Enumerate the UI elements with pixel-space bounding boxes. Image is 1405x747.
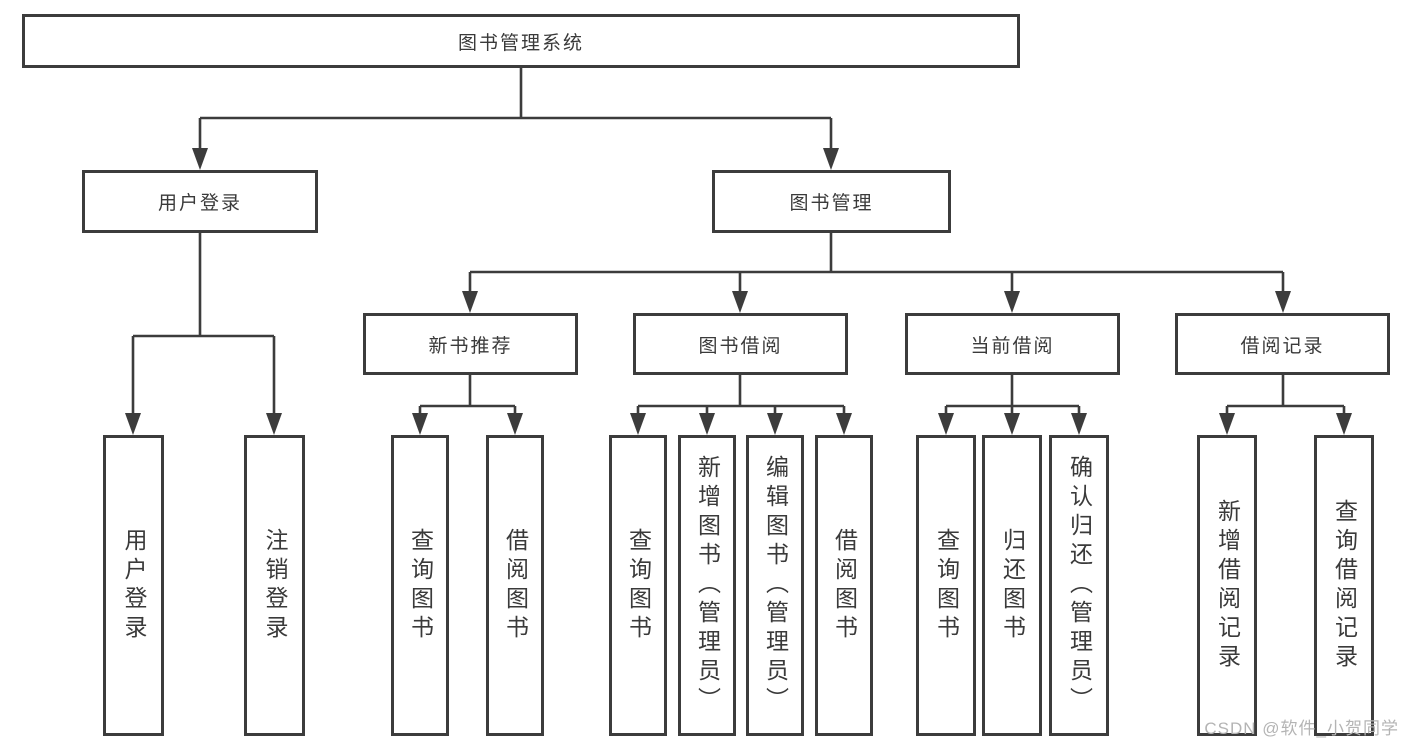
node-borrow-add-books-admin-label: 新增图书（管理员） — [694, 455, 721, 716]
node-current-borrow: 当前借阅 — [905, 313, 1120, 375]
node-borrow-records: 借阅记录 — [1175, 313, 1390, 375]
node-borrow-query-books-label: 查询图书 — [625, 527, 652, 644]
node-recommend-query-books-label: 查询图书 — [407, 527, 434, 644]
node-records-add-record: 新增借阅记录 — [1197, 435, 1257, 736]
node-records-add-record-label: 新增借阅记录 — [1214, 498, 1241, 673]
node-leaf-logout-login-label: 注销登录 — [262, 527, 288, 644]
node-borrow-edit-books-admin: 编辑图书（管理员） — [746, 435, 804, 736]
csdn-watermark: CSDN @软件_小贺同学 — [1204, 719, 1399, 738]
node-recommend-borrow-books: 借阅图书 — [486, 435, 544, 736]
node-current-query-books: 查询图书 — [916, 435, 976, 736]
node-leaf-user-login: 用户登录 — [103, 435, 164, 736]
node-current-confirm-return-admin: 确认归还（管理员） — [1049, 435, 1109, 736]
node-borrow-borrow-books-label: 借阅图书 — [831, 527, 858, 644]
node-recommend-borrow-books-label: 借阅图书 — [502, 527, 529, 644]
node-records-query-record: 查询借阅记录 — [1314, 435, 1374, 736]
node-records-query-record-label: 查询借阅记录 — [1331, 498, 1358, 673]
node-current-return-books-label: 归还图书 — [999, 527, 1026, 644]
node-borrow-borrow-books: 借阅图书 — [815, 435, 873, 736]
node-user-login: 用户登录 — [82, 170, 318, 233]
node-current-return-books: 归还图书 — [982, 435, 1042, 736]
node-book-borrow: 图书借阅 — [633, 313, 848, 375]
node-recommend-query-books: 查询图书 — [391, 435, 449, 736]
node-borrow-query-books: 查询图书 — [609, 435, 667, 736]
node-leaf-user-login-label: 用户登录 — [121, 527, 147, 644]
node-book-management: 图书管理 — [712, 170, 951, 233]
node-leaf-logout-login: 注销登录 — [244, 435, 305, 736]
node-borrow-add-books-admin: 新增图书（管理员） — [678, 435, 736, 736]
node-root: 图书管理系统 — [22, 14, 1020, 68]
node-current-confirm-return-admin-label: 确认归还（管理员） — [1066, 455, 1093, 716]
node-new-book-recommend: 新书推荐 — [363, 313, 578, 375]
node-current-query-books-label: 查询图书 — [933, 527, 960, 644]
node-borrow-edit-books-admin-label: 编辑图书（管理员） — [762, 455, 789, 716]
